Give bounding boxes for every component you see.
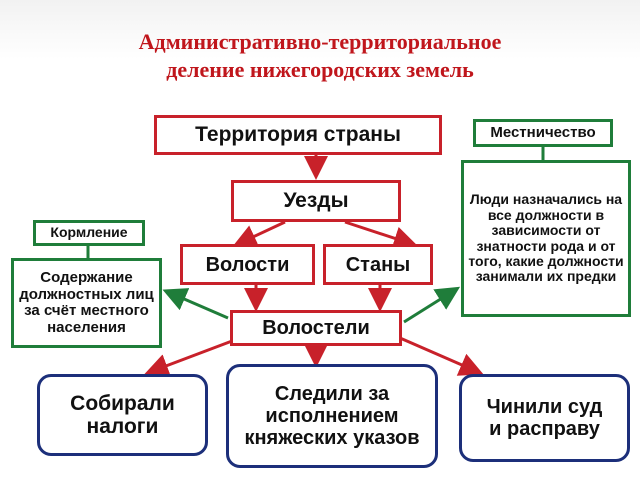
title-line-2: деление нижегородских земель bbox=[166, 57, 474, 82]
node-mestnichestvo-desc: Люди назначались на все должности в зави… bbox=[461, 160, 631, 317]
node-court: Чинили суд и расправу bbox=[459, 374, 630, 462]
node-kormlenie-desc: Содержание должностных лиц за счёт местн… bbox=[11, 258, 162, 348]
arrow-volosteli-court bbox=[399, 336, 484, 376]
page-title: Административно-территориальное деление … bbox=[40, 28, 600, 84]
arrow-uezdy-volosti bbox=[232, 220, 286, 248]
node-taxes: Собирали налоги bbox=[37, 374, 208, 456]
node-volosti: Волости bbox=[180, 244, 315, 285]
node-mestnichestvo: Местничество bbox=[473, 119, 613, 147]
node-stany: Станы bbox=[323, 244, 433, 285]
node-volosteli: Волостели bbox=[230, 310, 402, 346]
node-uezdy: Уезды bbox=[231, 180, 401, 222]
arrow-volosteli-mestnichestvo bbox=[403, 286, 461, 324]
node-decrees: Следили за исполнением княжеских указов bbox=[226, 364, 438, 468]
arrow-uezdy-stany bbox=[344, 220, 418, 250]
node-kormlenie: Кормление bbox=[33, 220, 145, 246]
header-band bbox=[0, 0, 640, 108]
node-territory: Территория страны bbox=[154, 115, 442, 155]
arrow-volosteli-taxes bbox=[144, 336, 241, 377]
arrow-volosteli-kormlenie bbox=[162, 288, 229, 320]
title-line-1: Административно-территориальное bbox=[138, 29, 502, 54]
